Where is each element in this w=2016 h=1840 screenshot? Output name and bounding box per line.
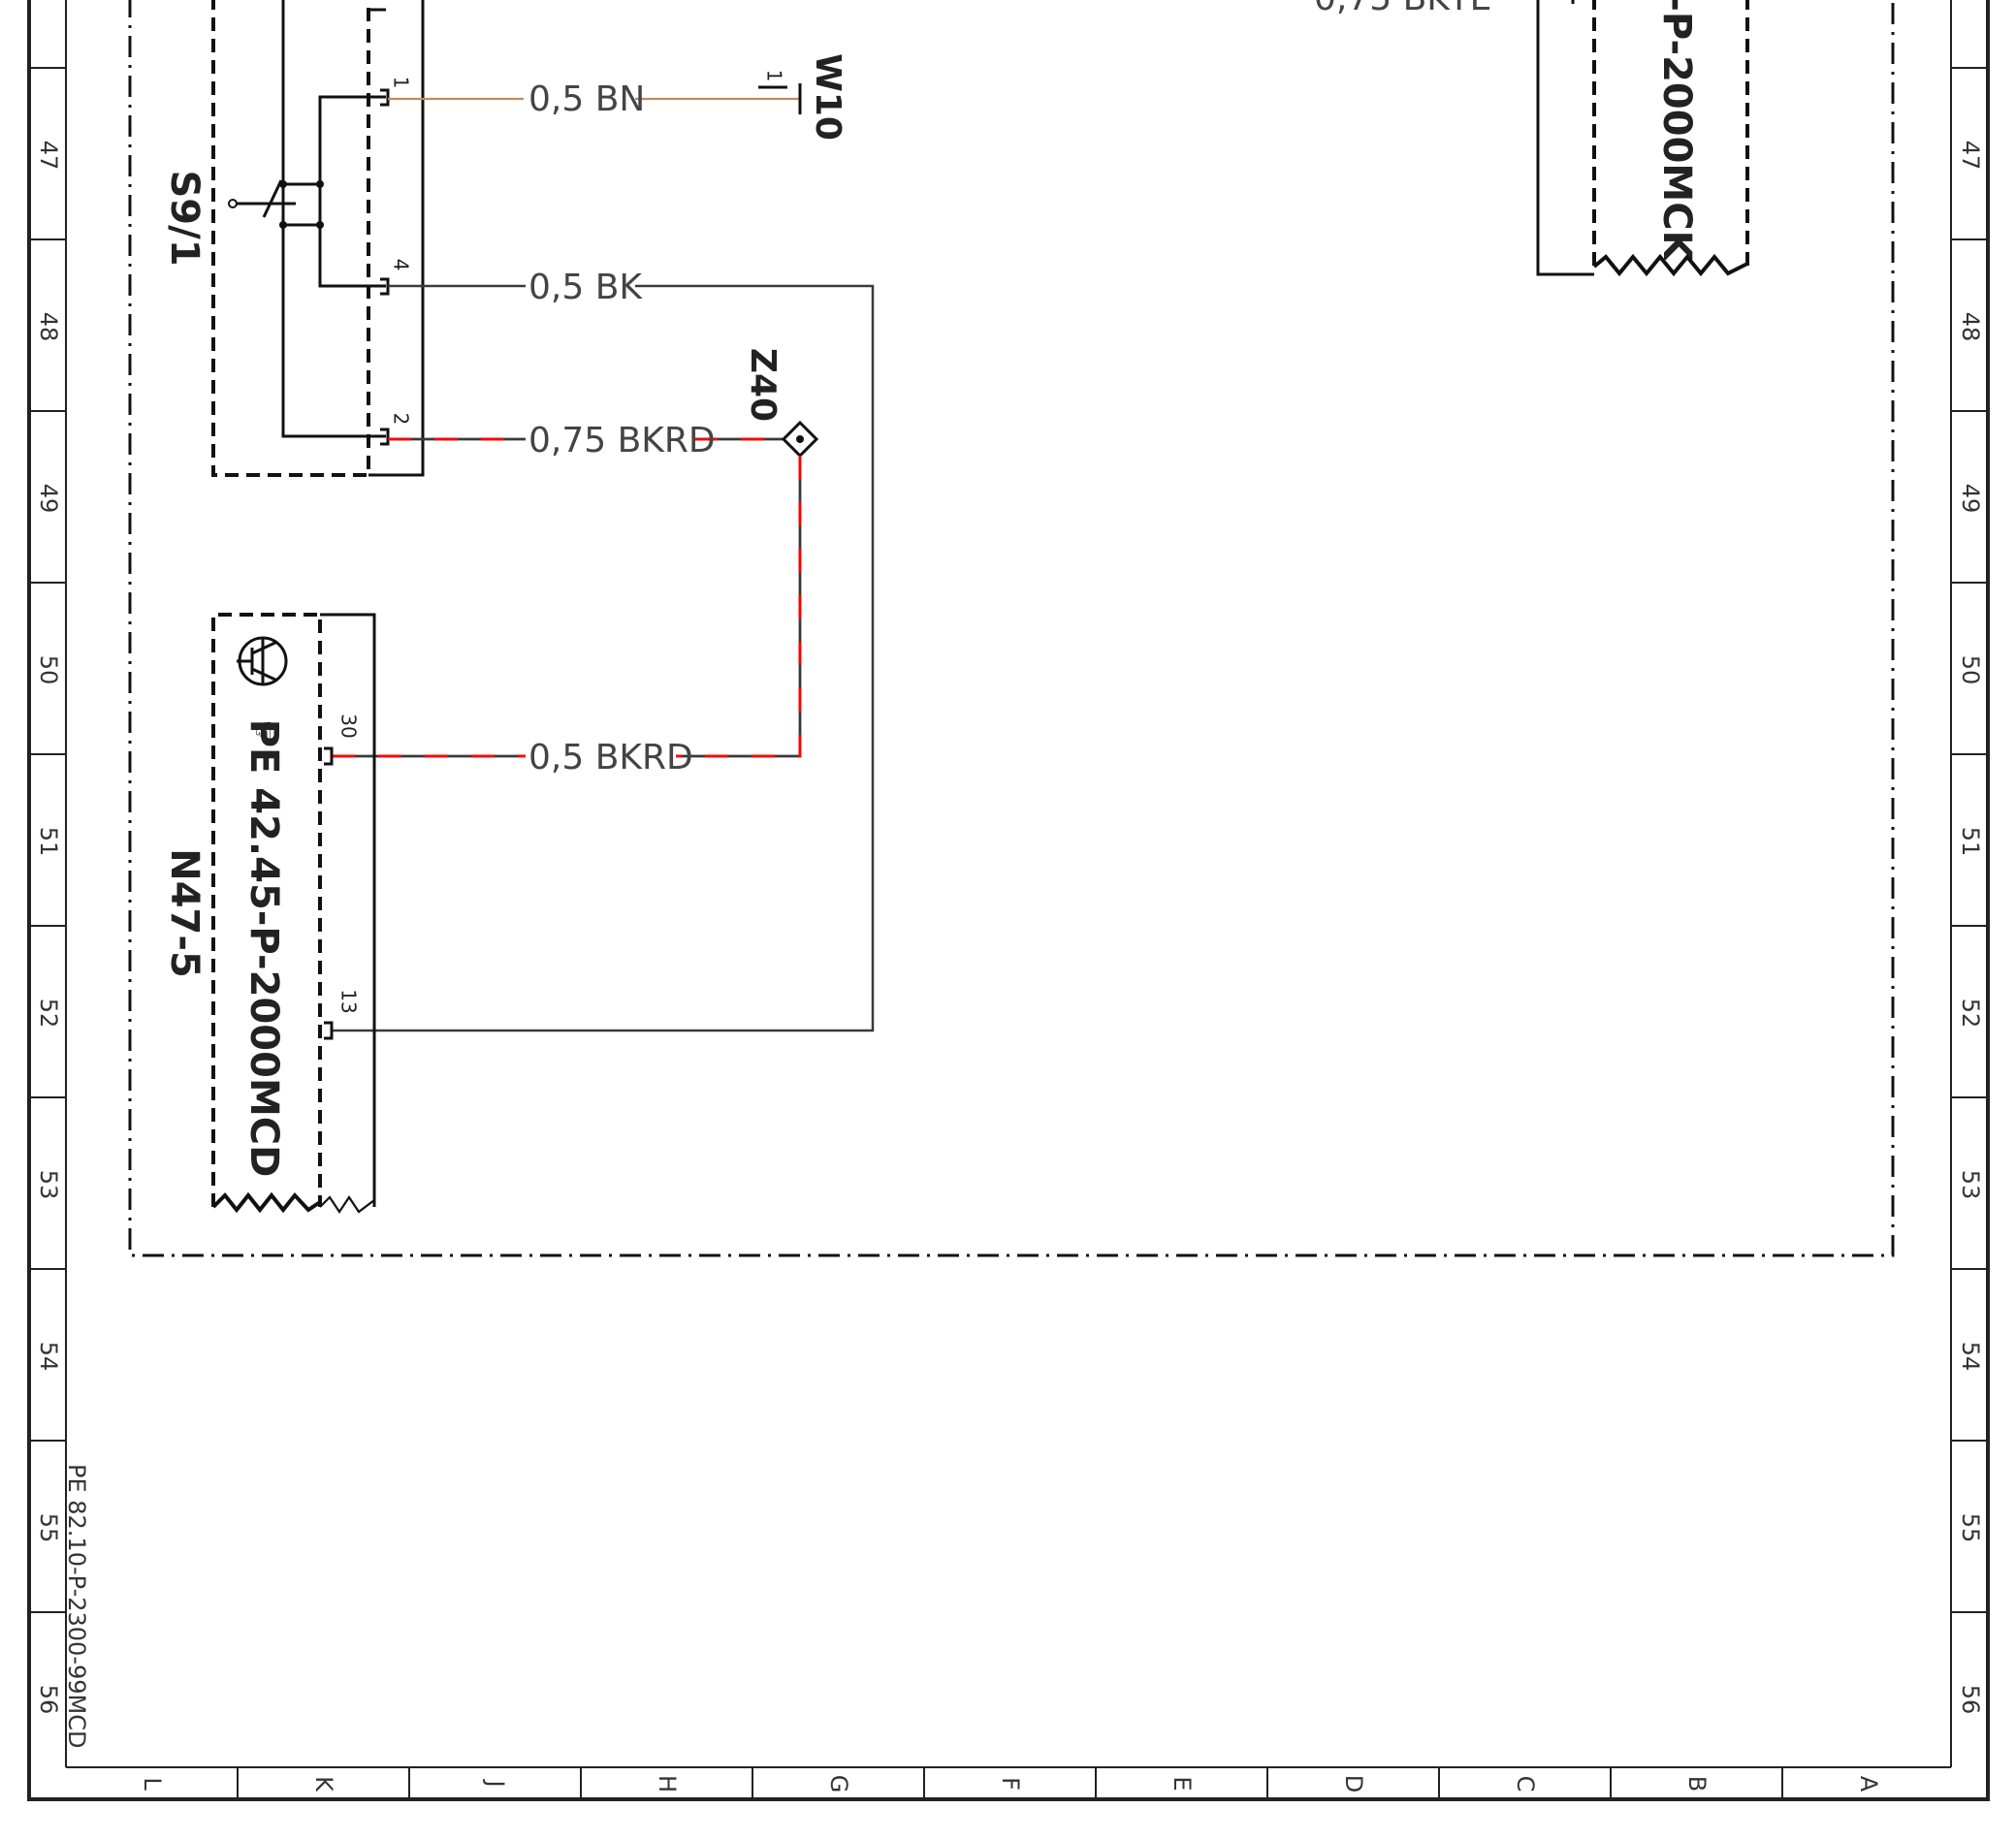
wire-bk-label: 0,5 BK [528, 268, 643, 307]
row-label-left-54: 54 [35, 1342, 62, 1372]
top-right-wire-fragment: 0,75 BKYE [1314, 0, 1491, 18]
row-ticks [29, 67, 1988, 1613]
column-ticks [237, 1767, 1783, 1799]
s9-pin1-number: 1 [390, 77, 413, 89]
n47-pin30-connector [324, 746, 334, 766]
s9-pin2-connector [380, 428, 390, 446]
main-boundary [128, 0, 1895, 1257]
document-number: PE 82.10-P-2300-99MCD [63, 1464, 90, 1748]
row-label-right-50: 50 [1957, 655, 1984, 685]
row-label-right-56: 56 [1957, 1685, 1984, 1715]
row-label-left-51: 51 [35, 827, 62, 857]
column-label-C: C [1512, 1776, 1539, 1792]
wire-bkrd075-label: 0,75 BKRD [528, 421, 716, 460]
row-label-left-52: 52 [35, 999, 62, 1029]
n47-pin30-number: 30 [337, 714, 361, 738]
column-label-E: E [1168, 1776, 1196, 1791]
row-label-left-53: 53 [35, 1170, 62, 1200]
row-label-left-55: 55 [35, 1513, 62, 1543]
row-label-right-47: 47 [1957, 141, 1984, 171]
wire-bk-segment-b [332, 284, 875, 1032]
row-label-right-55: 55 [1957, 1513, 1984, 1543]
w10-label: W10 [808, 53, 848, 141]
s9-pin2-number: 2 [390, 413, 413, 426]
row-label-left-56: 56 [35, 1685, 62, 1715]
reference-hand-icon: ☞ [244, 719, 283, 746]
row-label-left-49: 49 [35, 484, 62, 514]
column-label-A: A [1855, 1776, 1882, 1792]
n47-5-reference: PE 42.45-P-2000MCD [241, 719, 286, 1178]
row-label-right-52: 52 [1957, 999, 1984, 1029]
wire-bn-label: 0,5 BN [528, 79, 645, 119]
column-label-L: L [139, 1777, 166, 1791]
column-label-K: K [310, 1776, 337, 1792]
column-label-D: D [1340, 1775, 1367, 1792]
wire-bkrd05-label: 0,5 BKRD [528, 738, 693, 777]
column-label-H: H [654, 1775, 681, 1792]
column-label-G: G [825, 1775, 852, 1793]
n47-pin13-number: 13 [337, 989, 361, 1013]
z40-label: Z40 [743, 348, 783, 422]
top-right-module [1536, 0, 1749, 277]
s9-pin1-connector [380, 88, 390, 107]
row-label-right-54: 54 [1957, 1342, 1984, 1372]
s9-pin4-number: 4 [390, 259, 413, 271]
top-right-module-reference: 5-P-2000MCK [1654, 0, 1699, 263]
s9-1-switch [211, 0, 425, 477]
s9-1-label: S9/1 [162, 170, 207, 266]
wire-bkrd05-segment-b [676, 456, 802, 758]
row-label-right-51: 51 [1957, 827, 1984, 857]
n47-pin13-connector [324, 1021, 334, 1040]
n47-5-module [211, 613, 376, 1214]
row-label-left-48: 48 [35, 312, 62, 342]
row-label-left-50: 50 [35, 655, 62, 685]
row-label-right-53: 53 [1957, 1170, 1984, 1200]
outer-frame [27, 0, 1990, 1801]
w10-pin-number: 1 [763, 70, 786, 82]
row-label-right-49: 49 [1957, 484, 1984, 514]
column-label-B: B [1683, 1776, 1711, 1792]
column-label-J: J [482, 1778, 509, 1787]
row-label-right-48: 48 [1957, 312, 1984, 342]
n47-5-label: N47-5 [162, 848, 207, 978]
row-label-left-47: 47 [35, 141, 62, 171]
transistor-icon [237, 636, 288, 686]
column-label-F: F [997, 1777, 1024, 1791]
